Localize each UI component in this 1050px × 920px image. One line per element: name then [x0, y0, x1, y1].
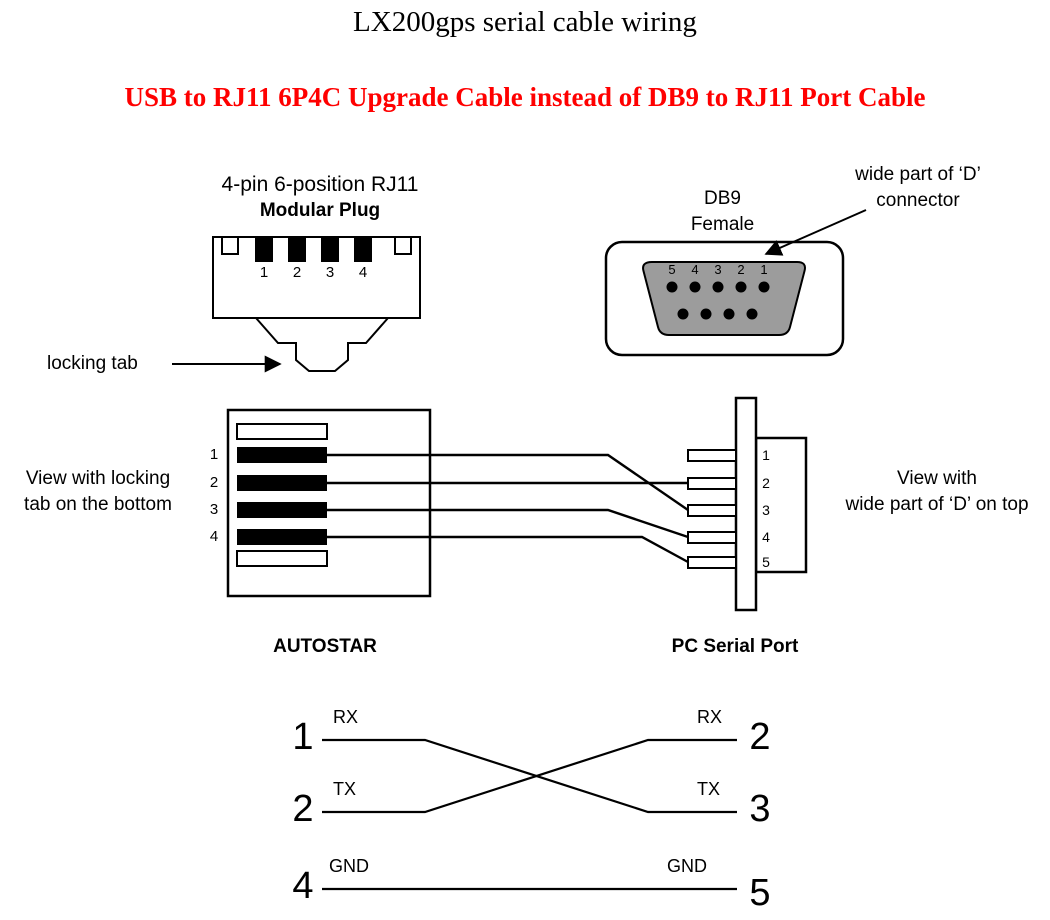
rx-to-tx-line — [322, 738, 737, 814]
right-gnd-label: GND — [667, 856, 707, 876]
tx-to-rx-line — [322, 738, 737, 814]
pinout-left-pin-1: 1 — [292, 716, 314, 758]
rj11-side-pin-3: 3 — [209, 501, 219, 518]
pinout-left-pin-4: 4 — [292, 865, 314, 907]
pinout-chart-lines — [322, 738, 737, 891]
left-gnd-label: GND — [329, 856, 369, 876]
db9-front-pin-3: 3 — [714, 262, 722, 277]
rj11-side-pin-1: 1 — [209, 446, 219, 463]
db9-label-line2: Female — [690, 214, 755, 235]
right-tx-label: TX — [697, 779, 721, 799]
rj11-front-pin-3: 3 — [325, 264, 335, 281]
right-view-caption-line2: wide part of ‘D’ on top — [845, 494, 1029, 515]
right-view-caption-line1: View with — [897, 468, 977, 489]
left-rx-label: RX — [333, 707, 359, 727]
db9-front-pin-5: 5 — [668, 262, 676, 277]
db9-front-pin-2: 2 — [737, 262, 745, 277]
pinout-right-pin-3: 3 — [749, 788, 771, 830]
right-rx-label: RX — [697, 707, 723, 727]
rj11-side-view-drawing — [226, 408, 432, 598]
page-subtitle: USB to RJ11 6P4C Upgrade Cable instead o… — [124, 82, 926, 112]
db9-front-drawing — [604, 209, 867, 357]
db9-label: DB9 Female — [660, 186, 785, 238]
pc-serial-port-label: PC Serial Port — [671, 636, 799, 657]
rj11-side-pin-4: 4 — [209, 528, 219, 545]
left-view-caption-line1: View with locking — [25, 468, 171, 489]
db9-front-pin-4: 4 — [691, 262, 699, 277]
db9-side-pin-4: 4 — [762, 529, 770, 545]
db9-label-line1: DB9 — [704, 188, 741, 209]
wire-pin3 — [327, 508, 689, 539]
locking-tab-label: locking tab — [47, 353, 138, 374]
wide-d-annotation-line2: connector — [876, 190, 960, 211]
rj11-plug-front-drawing — [172, 236, 421, 373]
page-title: LX200gps serial cable wiring — [353, 6, 697, 38]
rj11-front-pin-4: 4 — [358, 264, 368, 281]
cable-wires — [327, 453, 689, 564]
db9-front-pin-1: 1 — [760, 262, 768, 277]
wire-pin1 — [327, 453, 689, 511]
db9-pin-holes — [666, 281, 770, 320]
wide-d-annotation: wide part of ‘D’ connector — [822, 162, 1014, 214]
rj11-side-pin-2: 2 — [209, 474, 219, 491]
rj11-plug-label: 4-pin 6-position RJ11 Modular Plug — [195, 172, 445, 224]
rj11-plug-label-line1: 4-pin 6-position RJ11 — [221, 173, 419, 196]
db9-side-pin-2: 2 — [762, 475, 770, 491]
pinout-left-pin-2: 2 — [292, 788, 314, 830]
db9-side-view-drawing — [687, 396, 808, 612]
rj11-front-pin-1: 1 — [259, 264, 269, 281]
left-view-caption-line2: tab on the bottom — [24, 494, 172, 515]
left-view-caption: View with locking tab on the bottom — [0, 466, 196, 518]
wide-d-annotation-line1: wide part of ‘D’ — [855, 164, 981, 185]
db9-side-pin-1: 1 — [762, 447, 770, 463]
wire-pin4 — [327, 535, 689, 564]
pinout-right-pin-2: 2 — [749, 716, 771, 758]
pinout-right-pin-5: 5 — [749, 872, 771, 914]
autostar-label: AUTOSTAR — [273, 636, 377, 657]
wide-d-annotation-arrow — [764, 209, 867, 256]
rj11-front-pin-2: 2 — [292, 264, 302, 281]
db9-side-pin-5: 5 — [762, 554, 770, 570]
rj11-plug-label-line2: Modular Plug — [259, 200, 381, 221]
right-view-caption: View with wide part of ‘D’ on top — [828, 466, 1046, 518]
left-tx-label: TX — [333, 779, 357, 799]
db9-side-pin-3: 3 — [762, 502, 770, 518]
